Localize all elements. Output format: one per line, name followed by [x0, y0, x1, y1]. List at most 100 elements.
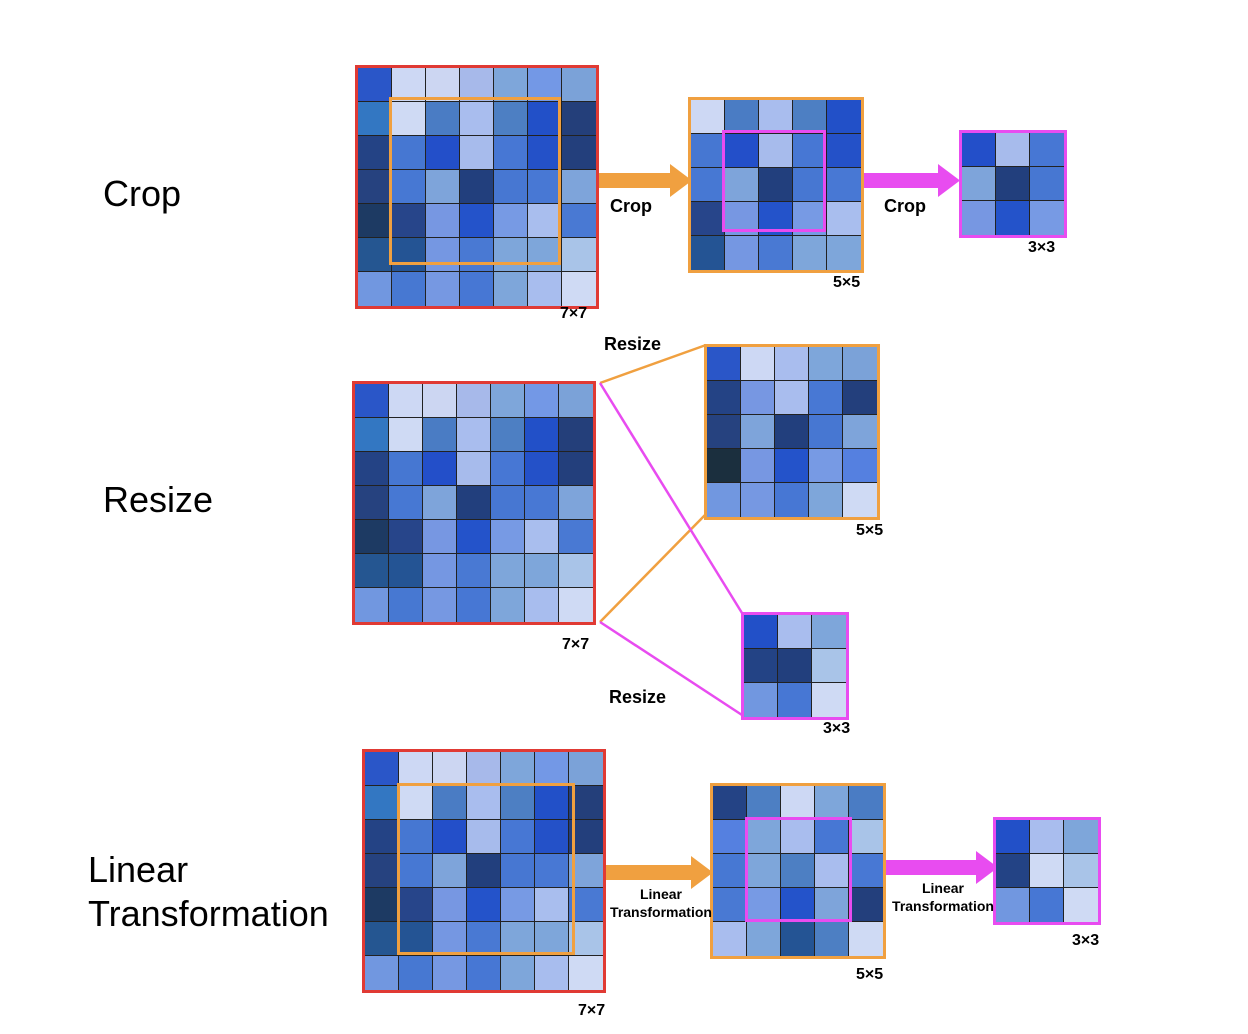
grid-cell [713, 786, 747, 820]
grid-cell [423, 418, 457, 452]
grid-cell [467, 922, 501, 956]
grid-cell [535, 888, 569, 922]
grid-cell [559, 554, 593, 588]
grid-cell [744, 649, 778, 683]
grid-cell [996, 133, 1030, 167]
grid-cell [460, 136, 494, 170]
row-title-crop: Crop [103, 173, 182, 214]
grid-cell [389, 554, 423, 588]
grid-cell [559, 384, 593, 418]
grid-cell [569, 820, 603, 854]
grid-cell [491, 384, 525, 418]
grid-cell [1064, 888, 1098, 922]
grid-cell [426, 136, 460, 170]
grid-cell [559, 452, 593, 486]
grid-cell [457, 554, 491, 588]
grid-cell [467, 854, 501, 888]
row-title-linear-transformation-line1: Linear [88, 849, 189, 890]
crop-output-grid-5x5 [688, 97, 864, 273]
linear-op-label-2-line1: Linear [921, 880, 964, 896]
grid-cell [741, 415, 775, 449]
grid-cell [392, 238, 426, 272]
grid-cell [849, 786, 883, 820]
grid-cell [775, 415, 809, 449]
grid-cell [457, 588, 491, 622]
grid-cell [399, 956, 433, 990]
row-title-linear-transformation-line2: Transformation [88, 893, 329, 934]
grid-cell [528, 68, 562, 102]
grid-cell [996, 167, 1030, 201]
linear-dim-3x3: 3×3 [1072, 932, 1100, 949]
grid-cell [494, 170, 528, 204]
grid-cell [355, 588, 389, 622]
grid-cell [996, 820, 1030, 854]
grid-cell [781, 786, 815, 820]
grid-cell [827, 202, 861, 236]
grid-cell [775, 483, 809, 517]
grid-cell [569, 888, 603, 922]
grid-cell [365, 752, 399, 786]
grid-cell [365, 820, 399, 854]
grid-cell [494, 68, 528, 102]
grid-cell [392, 102, 426, 136]
linear-dim-5x5: 5×5 [856, 966, 884, 983]
grid-cell [569, 922, 603, 956]
grid-cell [725, 236, 759, 270]
grid-cell [460, 68, 494, 102]
grid-cell [747, 922, 781, 956]
grid-cell [691, 236, 725, 270]
grid-cell [741, 381, 775, 415]
grid-cell [392, 136, 426, 170]
grid-cell [460, 170, 494, 204]
grid-cell [809, 381, 843, 415]
grid-cell [713, 820, 747, 854]
grid-cell [358, 68, 392, 102]
grid-cell [399, 922, 433, 956]
grid-cell [962, 133, 996, 167]
grid-cell [392, 204, 426, 238]
grid-cell [392, 272, 426, 306]
grid-cell [528, 272, 562, 306]
grid-cell [691, 100, 725, 134]
grid-cell [781, 854, 815, 888]
grid-cell [759, 236, 793, 270]
grid-cell [491, 486, 525, 520]
crop-op-label-1: Crop [610, 196, 652, 216]
grid-cell [501, 956, 535, 990]
grid-cell [815, 854, 849, 888]
grid-cell [426, 204, 460, 238]
grid-cell [562, 272, 596, 306]
grid-cell [525, 554, 559, 588]
linear-op-label-1-line2: Transformation [610, 904, 712, 920]
grid-cell [457, 418, 491, 452]
resize-dim-7x7: 7×7 [562, 636, 590, 653]
grid-cell [778, 683, 812, 717]
grid-cell [389, 486, 423, 520]
linear-output-grid-3x3 [993, 817, 1101, 925]
grid-cell [355, 452, 389, 486]
grid-cell [747, 786, 781, 820]
grid-cell [501, 752, 535, 786]
grid-cell [1064, 820, 1098, 854]
grid-cell [827, 236, 861, 270]
grid-cell [815, 922, 849, 956]
grid-cell [491, 588, 525, 622]
grid-cell [778, 615, 812, 649]
grid-cell [491, 418, 525, 452]
grid-cell [433, 786, 467, 820]
grid-cell [494, 272, 528, 306]
grid-cell [423, 384, 457, 418]
grid-cell [423, 554, 457, 588]
grid-cell [433, 752, 467, 786]
grid-cell [494, 238, 528, 272]
grid-cell [457, 520, 491, 554]
grid-cell [426, 68, 460, 102]
grid-cell [827, 168, 861, 202]
grid-cell [569, 786, 603, 820]
grid-cell [501, 854, 535, 888]
resize-input-grid-7x7 [352, 381, 596, 625]
grid-cell [426, 238, 460, 272]
grid-cell [528, 102, 562, 136]
grid-cell [358, 102, 392, 136]
resize-dim-3x3: 3×3 [823, 720, 851, 737]
